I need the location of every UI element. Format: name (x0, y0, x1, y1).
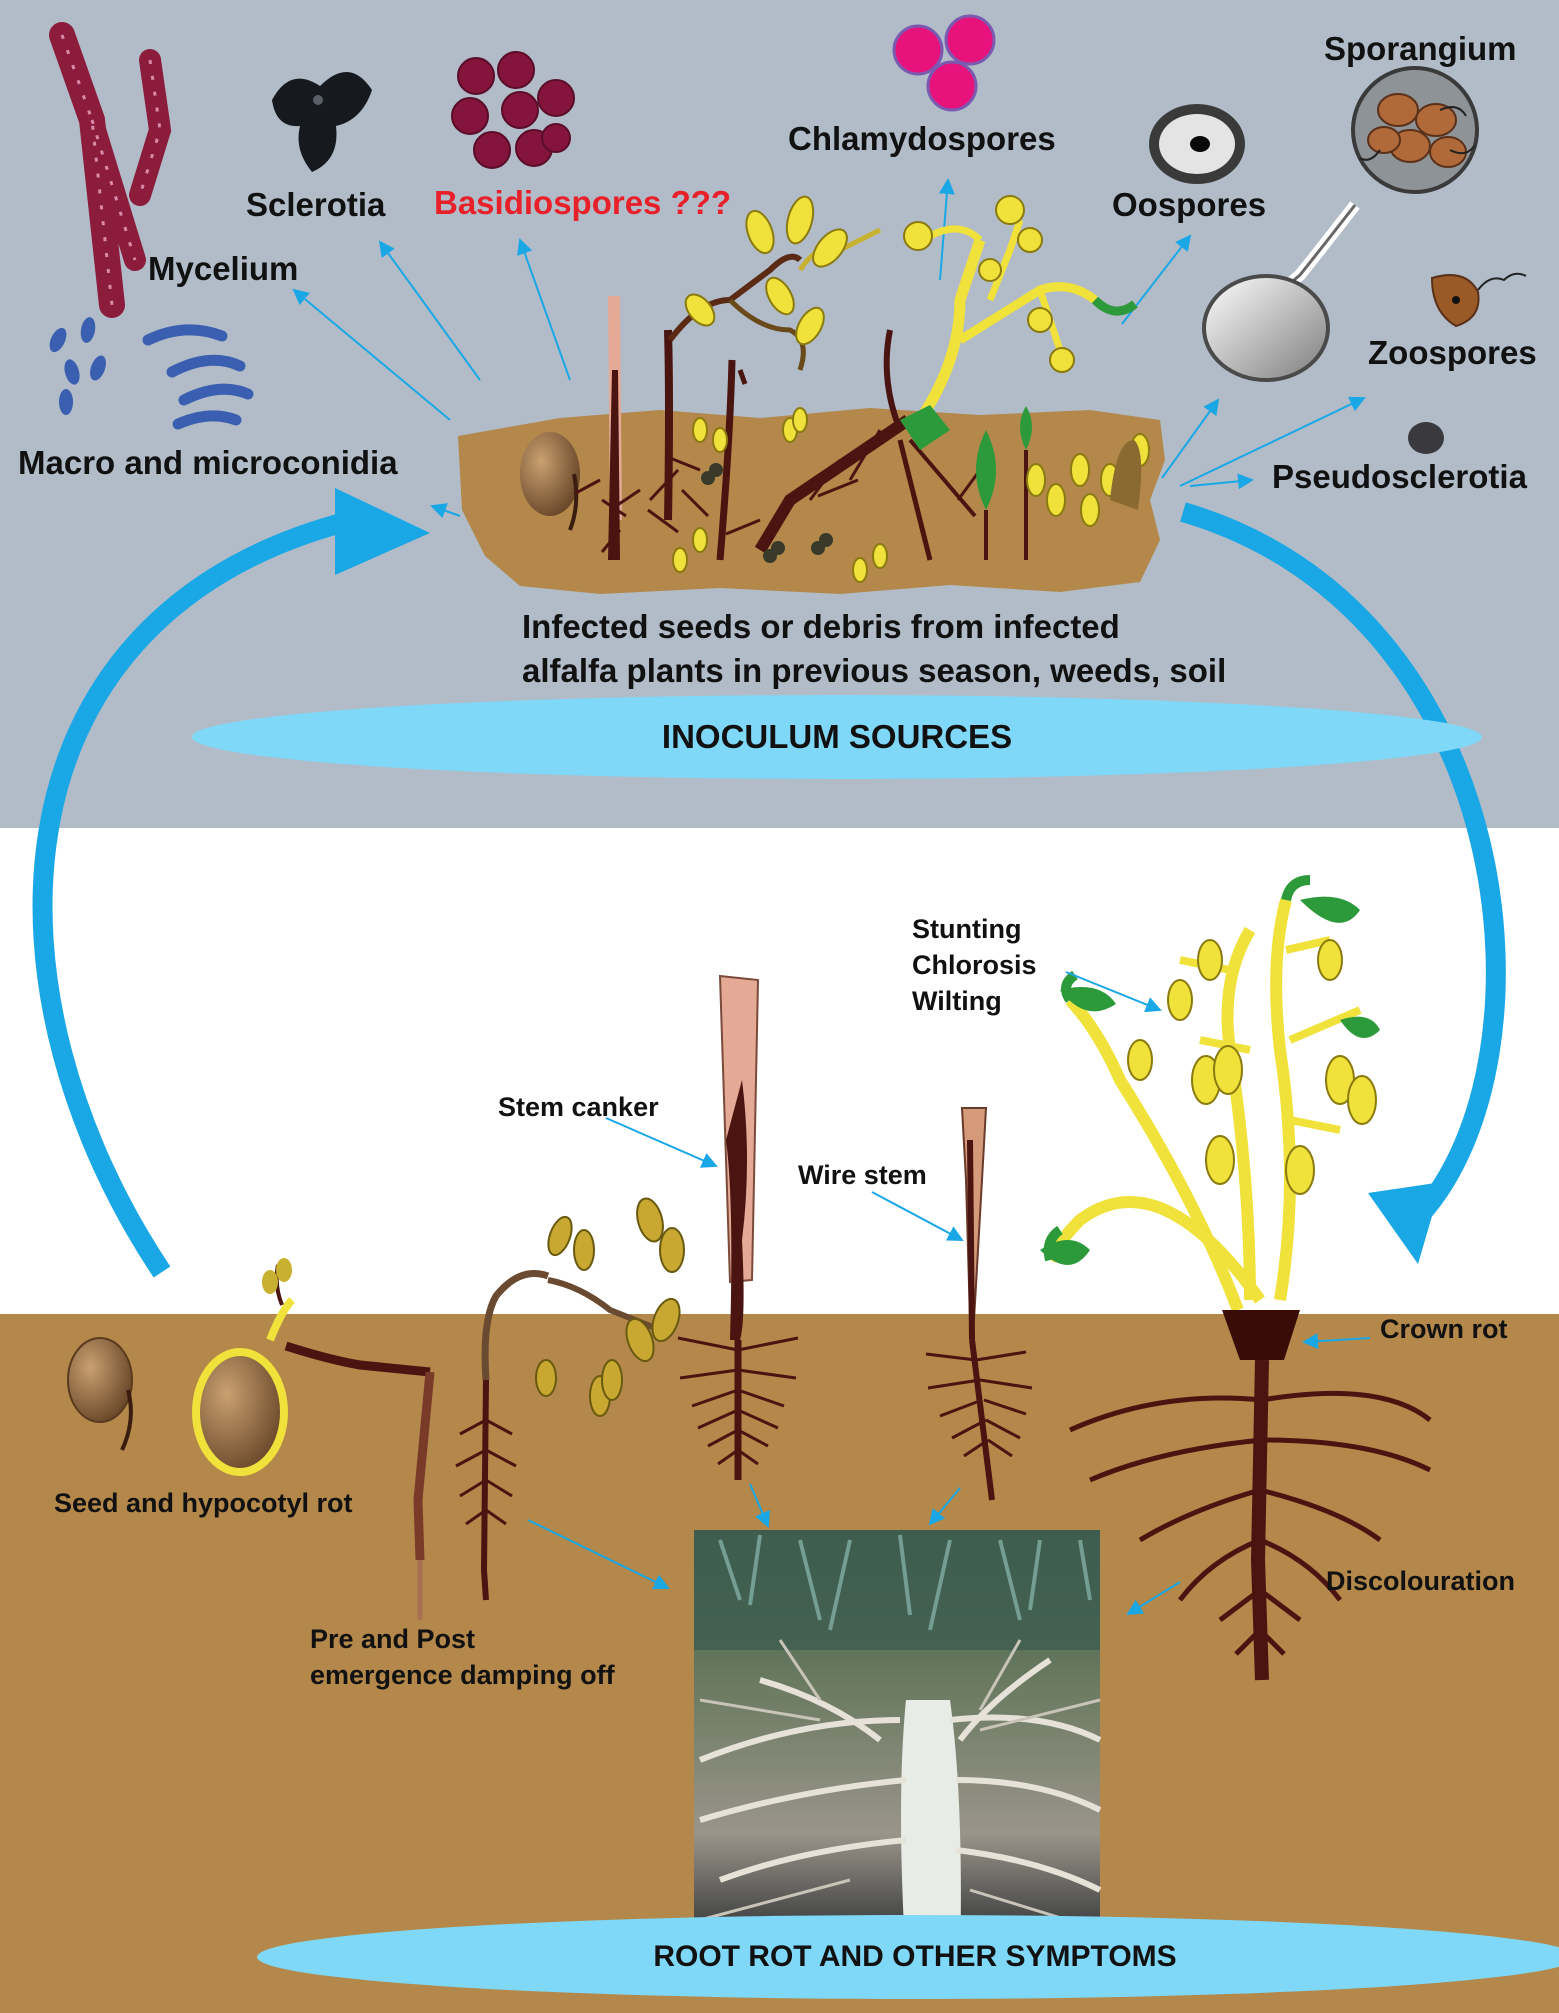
label-seed-rot: Seed and hypocotyl rot (54, 1488, 353, 1518)
label-basidiospores: Basidiospores ??? (434, 184, 732, 221)
sporangium-icon (1202, 66, 1479, 382)
oospores-icon (1149, 104, 1245, 184)
label-stem-canker: Stem canker (498, 1092, 659, 1122)
label-damping-line1: Pre and Post (310, 1624, 476, 1654)
label-mycelium: Mycelium (148, 250, 299, 287)
mature-wilting-plant (1040, 875, 1432, 1681)
label-wire-stem: Wire stem (798, 1160, 927, 1190)
root-rot-photo (694, 1530, 1102, 1964)
label-chlamydospores: Chlamydospores (788, 120, 1056, 157)
label-stunting: Stunting (912, 914, 1022, 944)
label-sclerotia: Sclerotia (246, 186, 386, 223)
label-sporangium: Sporangium (1324, 30, 1517, 67)
sclerotia-icon (272, 71, 372, 172)
pseudosclerotia-icon (1408, 422, 1444, 454)
chlamydospores-icon (892, 14, 996, 112)
inoculum-panel (0, 0, 1559, 828)
cycle-arrow-right-head (1368, 1182, 1442, 1264)
basidiospores-icon (451, 51, 575, 169)
inoculum-ellipse (192, 695, 1482, 779)
seed-rot-drawing (67, 1258, 431, 1476)
mycelium-icon (49, 22, 172, 318)
air-gap (0, 828, 1559, 1314)
wire-stem-plant (925, 1107, 1033, 1501)
damping-off-drawing (413, 1197, 685, 1620)
inoculum-sources-title: INOCULUM SOURCES (661, 718, 1013, 755)
symptoms-title: ROOT ROT AND OTHER SYMPTOMS (653, 1940, 1177, 1973)
label-oospores: Oospores (1112, 186, 1267, 223)
cycle-arrow-left (32, 512, 348, 1278)
label-wilting: Wilting (912, 986, 1002, 1016)
label-discolouration: Discolouration (1326, 1566, 1516, 1596)
label-chlorosis: Chlorosis (912, 950, 1037, 980)
debris-soil-patch (458, 195, 1165, 594)
label-zoospores: Zoospores (1368, 334, 1537, 371)
cycle-arrow-left-head (335, 488, 430, 575)
conidia-icon (49, 317, 254, 430)
source-caption-line1: Infected seeds or debris from infected (522, 608, 1120, 645)
label-pseudosclerotia: Pseudosclerotia (1272, 458, 1527, 495)
label-crown-rot: Crown rot (1380, 1314, 1508, 1344)
symptoms-ellipse (257, 1915, 1559, 1999)
label-damping-line2: emergence damping off (310, 1660, 615, 1690)
label-conidia: Macro and microconidia (18, 444, 398, 481)
source-caption-line2: alfalfa plants in previous season, weeds… (522, 652, 1227, 689)
zoospores-icon (1430, 272, 1527, 328)
stem-canker-plant (677, 974, 799, 1480)
symptom-pointer-arrows (527, 971, 1371, 1616)
cycle-arrow-right (1180, 502, 1506, 1222)
